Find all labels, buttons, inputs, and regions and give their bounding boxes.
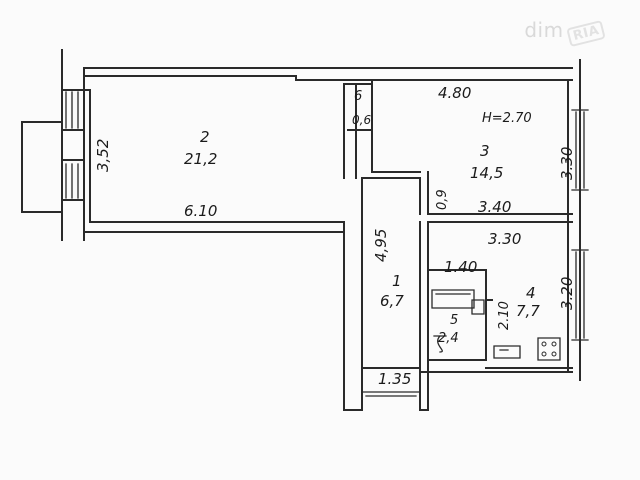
room-6-area: 0,6 [352, 113, 371, 127]
corridor-width: 1.35 [378, 370, 411, 388]
room-4-area: 7,7 [516, 302, 540, 320]
room-2-area: 21,2 [184, 150, 217, 168]
room-3-depth: 3.30 [558, 147, 576, 180]
stove-burner [541, 341, 547, 347]
top-wall [83, 67, 573, 81]
left-wall [61, 49, 85, 241]
left-window [65, 91, 79, 199]
kitchen-width: 3.30 [488, 230, 521, 248]
left-balcony [21, 121, 63, 213]
room-6-number: 6 [354, 89, 362, 104]
bath-depth: 2.10 [497, 301, 512, 330]
stove-burner [551, 351, 557, 357]
kitchen-depth: 3.20 [558, 277, 576, 310]
toilet [433, 335, 447, 353]
kitchen-sink [493, 345, 521, 359]
washbasin [471, 299, 485, 315]
stove [537, 337, 561, 361]
room-3-width-bottom: 3.40 [478, 198, 511, 216]
bath-walls [427, 269, 493, 361]
room-2-number: 2 [200, 128, 210, 146]
bathtub [431, 289, 475, 309]
kitchen-bottom-wall [419, 367, 573, 373]
stove-burner [551, 341, 557, 347]
right-window [571, 109, 589, 341]
room-4-number: 4 [526, 284, 536, 302]
room-5-number: 5 [450, 313, 458, 328]
room-3-step: 0,9 [435, 189, 450, 210]
corridor-length: 4,95 [372, 229, 390, 262]
room-3-walls [371, 59, 581, 381]
room-2-depth: 3,52 [94, 139, 112, 172]
room-3-height: H=2.70 [482, 111, 532, 126]
room-1-area: 6,7 [380, 292, 404, 310]
room-2-walls [83, 89, 345, 233]
room-1-number: 1 [392, 272, 402, 290]
room-3-width-top: 4.80 [438, 84, 471, 102]
corridor-walls [343, 177, 573, 411]
bath-width: 1.40 [444, 258, 477, 276]
room-3-number: 3 [480, 142, 490, 160]
entrance-door [361, 391, 421, 397]
stove-burner [541, 351, 547, 357]
watermark-text: dim [524, 18, 564, 42]
room-3-area: 14,5 [470, 164, 503, 182]
room-5-area: 2,4 [438, 331, 459, 346]
room-2-width: 6.10 [184, 202, 217, 220]
